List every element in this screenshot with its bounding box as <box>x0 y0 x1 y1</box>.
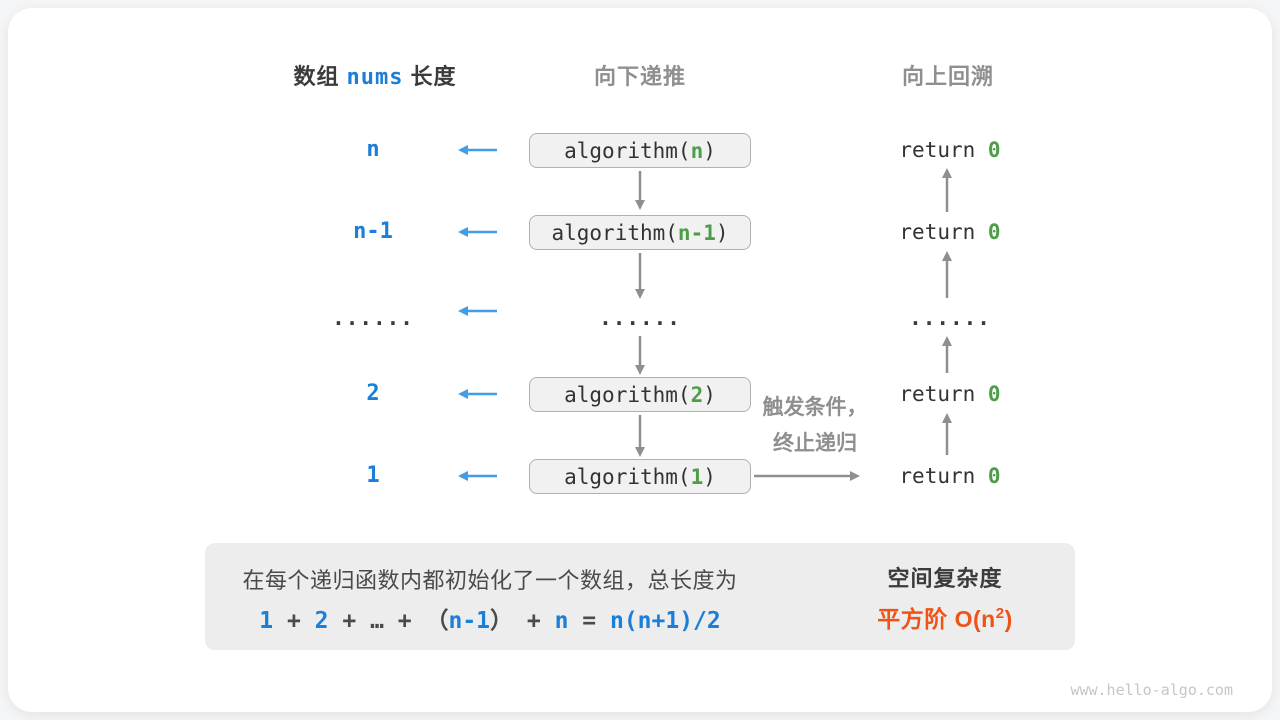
formula-part: 1 <box>259 608 274 634</box>
formula-part: 2 <box>314 608 329 634</box>
formula-part: n-1 <box>448 608 491 634</box>
result-title: 空间复杂度 <box>887 566 1003 591</box>
formula-part: = <box>568 608 610 634</box>
termination-note: 触发条件， 终止递归 <box>755 390 875 462</box>
header-array-prefix: 数组 <box>293 64 340 89</box>
return-value: 0 <box>987 382 1001 406</box>
formula-part: … <box>370 608 384 634</box>
formula-part: ） <box>490 608 514 634</box>
size-label-ellipsis: ...... <box>332 306 414 330</box>
size-label-2: 2 <box>366 381 380 406</box>
return-value: 0 <box>987 464 1001 488</box>
call-open: algorithm( <box>551 220 678 245</box>
call-box-1: algorithm(1) <box>529 459 751 494</box>
return-label-4: return 0 <box>880 461 1020 491</box>
result-value-exponent: 2 <box>995 605 1005 622</box>
result-value: 平方阶 O(n2) <box>845 600 1045 634</box>
formula-part: + <box>383 608 426 634</box>
formula-part: （ <box>425 608 449 634</box>
column-header-backtrack-up: 向上回溯 <box>901 64 994 89</box>
return-keyword: return <box>899 138 988 162</box>
size-label-n: n <box>366 137 380 162</box>
formula-part: + <box>513 608 555 634</box>
call-box-2: algorithm(2) <box>529 377 751 412</box>
formula-part: + <box>328 608 371 634</box>
return-ellipsis: ...... <box>909 306 991 330</box>
formula-part: n <box>554 608 569 634</box>
return-value: 0 <box>987 220 1001 244</box>
return-keyword: return <box>899 382 988 406</box>
size-label-1: 1 <box>366 463 380 488</box>
termination-note-line1: 触发条件， <box>762 396 868 419</box>
call-open: algorithm( <box>564 382 691 407</box>
summary-box <box>205 543 1075 650</box>
call-arg: 2 <box>690 382 704 407</box>
return-value: 0 <box>987 138 1001 162</box>
call-close: ) <box>703 464 716 489</box>
summary-description: 在每个递归函数内都初始化了一个数组，总长度为 <box>242 568 738 593</box>
call-arg: 1 <box>690 464 704 489</box>
site-watermark: www.hello-algo.com <box>1070 681 1233 699</box>
header-nums-code: nums <box>346 65 404 90</box>
termination-note-line2: 终止递归 <box>773 432 857 455</box>
return-label-1: return 0 <box>880 135 1020 165</box>
call-close: ) <box>703 138 716 163</box>
return-keyword: return <box>899 464 988 488</box>
summary-formula: 1 + 2 + … + （n-1） + n = n(n+1)/2 <box>215 601 765 635</box>
formula-part: n(n+1)/2 <box>609 608 721 634</box>
result-value-suffix: ) <box>1004 606 1013 632</box>
header-array-suffix: 长度 <box>410 64 457 89</box>
call-arg: n <box>690 138 704 163</box>
return-label-3: return 0 <box>880 379 1020 409</box>
call-box-n-1: algorithm(n-1) <box>529 215 751 250</box>
return-label-2: return 0 <box>880 217 1020 247</box>
call-box-n: algorithm(n) <box>529 133 751 168</box>
call-close: ) <box>703 382 716 407</box>
call-arg: n-1 <box>677 220 716 245</box>
call-close: ) <box>715 220 729 245</box>
call-open: algorithm( <box>564 464 691 489</box>
call-open: algorithm( <box>564 138 691 163</box>
result-value-prefix: 平方阶 O(n <box>877 606 996 632</box>
return-keyword: return <box>899 220 988 244</box>
call-ellipsis: ...... <box>599 306 681 330</box>
column-header-recurse-down: 向下递推 <box>593 64 686 89</box>
formula-part: + <box>273 608 315 634</box>
size-label-n-1: n-1 <box>353 219 393 244</box>
